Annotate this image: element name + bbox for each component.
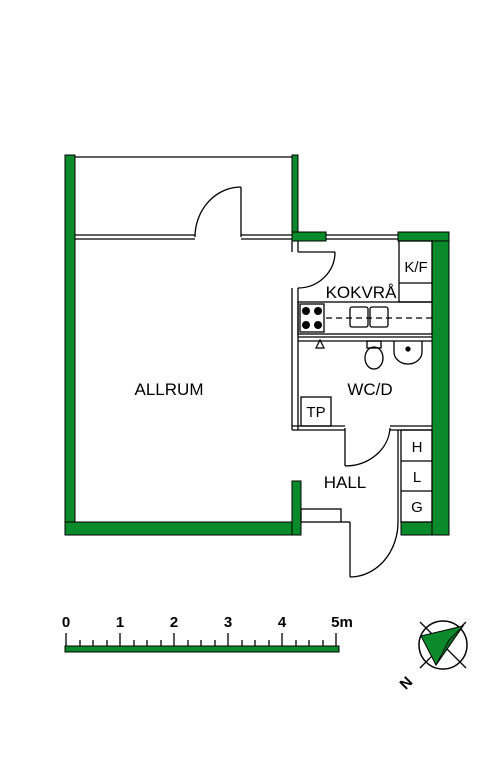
wall-kitchen-top-right	[397, 231, 450, 242]
washbasin-drain	[405, 346, 411, 352]
scale-ticks	[65, 633, 337, 646]
entry-door-arc	[349, 521, 399, 578]
kf-cabinet	[398, 240, 433, 303]
label-kf: K/F	[404, 259, 427, 276]
scale-label-1: 1	[116, 614, 124, 631]
hall-shelf	[300, 508, 342, 523]
scale-bar: 0 1 2 3 4 5m	[62, 614, 353, 653]
scale-bar-fill	[64, 645, 340, 653]
wall-kitchen-top	[291, 231, 327, 242]
wall-right	[431, 231, 450, 536]
kitchen-fixtures	[299, 303, 432, 349]
wall-bottom-left	[64, 521, 302, 536]
doors	[194, 186, 399, 578]
room-labels: ALLRUM KOKVRÅ WC/D HALL	[135, 283, 398, 492]
wc-fixtures	[364, 340, 423, 370]
kitchen-door-arc	[297, 251, 336, 289]
stove-burner-3	[302, 321, 310, 329]
washbasin	[393, 341, 423, 365]
compass-ring	[418, 620, 468, 670]
interior-lines	[75, 156, 433, 523]
toilet-tank	[366, 340, 382, 349]
scale-label-0: 0	[62, 614, 70, 631]
hlg-closets	[400, 429, 433, 523]
compass: N	[397, 620, 468, 694]
scale-label-2: 2	[170, 614, 178, 631]
label-tp: TP	[306, 404, 325, 421]
stove-burner-4	[314, 321, 322, 329]
wall-balcony-right	[291, 154, 299, 236]
wc-door-arc	[344, 427, 391, 467]
label-l: L	[413, 469, 421, 486]
stove-burner-2	[314, 307, 322, 315]
label-wc: WC/D	[347, 380, 392, 399]
scale-label-5m: 5m	[331, 614, 353, 631]
sink-basin-2	[369, 306, 389, 328]
compass-needle-shade	[435, 625, 464, 666]
closet-labels: K/F TP H L G	[306, 259, 427, 516]
label-allrum: ALLRUM	[135, 380, 204, 399]
balcony-door-arc	[194, 186, 242, 238]
scale-label-3: 3	[224, 614, 232, 631]
label-hall: HALL	[324, 473, 367, 492]
stove-burner-1	[302, 307, 310, 315]
toilet-bowl	[364, 346, 384, 370]
wall-left	[64, 154, 76, 536]
label-h: H	[412, 439, 423, 456]
drain-marker	[315, 338, 325, 349]
walls	[64, 154, 450, 536]
label-g: G	[411, 499, 423, 516]
label-kokvra: KOKVRÅ	[326, 283, 398, 302]
compass-north-label: N	[397, 674, 417, 694]
tp-cabinet	[300, 396, 332, 427]
scale-label-4: 4	[278, 614, 287, 631]
wall-hall-stub	[291, 480, 302, 536]
sink-basin-1	[349, 306, 369, 328]
